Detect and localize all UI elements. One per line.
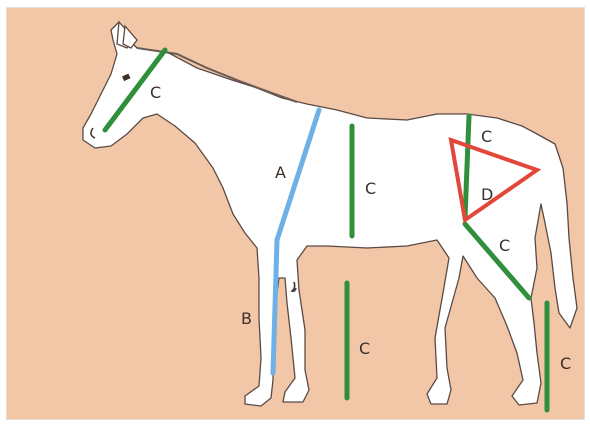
label-c-hip: C	[499, 236, 510, 255]
label-a-front: A	[275, 163, 286, 182]
label-c-flank: C	[481, 127, 492, 146]
label-c-head: C	[150, 83, 161, 102]
label-c-chest: C	[365, 179, 376, 198]
label-c-rear-ground: C	[560, 354, 571, 373]
label-b-front-leg: B	[241, 309, 252, 328]
label-d-triangle: D	[481, 185, 493, 204]
diagram-panel: C A C C D C B C C	[6, 7, 585, 420]
horse-diagram: C A C C D C B C C	[7, 8, 584, 419]
label-c-front-ground: C	[359, 339, 370, 358]
